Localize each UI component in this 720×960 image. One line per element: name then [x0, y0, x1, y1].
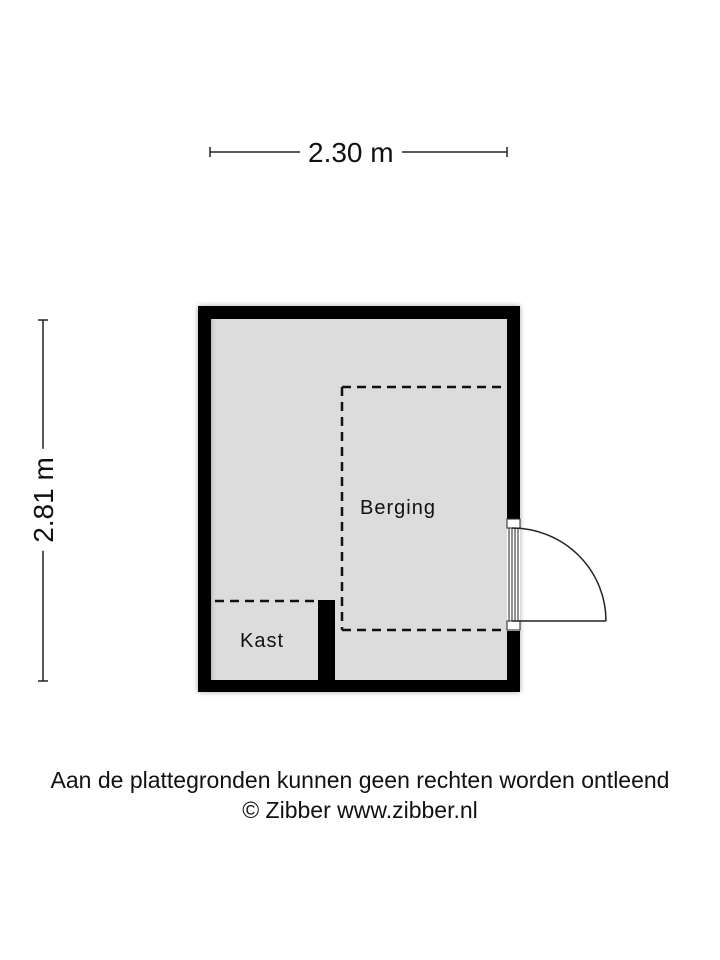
- room-label-berging: Berging: [360, 497, 436, 519]
- floor-shade: [211, 319, 217, 680]
- copyright-text: © Zibber www.zibber.nl: [242, 797, 478, 823]
- height-dimension-label: 2.81 m: [27, 449, 61, 551]
- disclaimer-text: Aan de plattegronden kunnen geen rechten…: [50, 767, 670, 793]
- floor-area: [211, 319, 507, 680]
- door-swing-icon: [511, 527, 607, 622]
- berging-dashed-outline: [340, 385, 507, 632]
- room-label-kast: Kast: [240, 630, 285, 652]
- kast-partition-wall: [318, 600, 335, 680]
- width-dimension-label: 2.30 m: [300, 136, 402, 170]
- door-opening: [506, 518, 521, 631]
